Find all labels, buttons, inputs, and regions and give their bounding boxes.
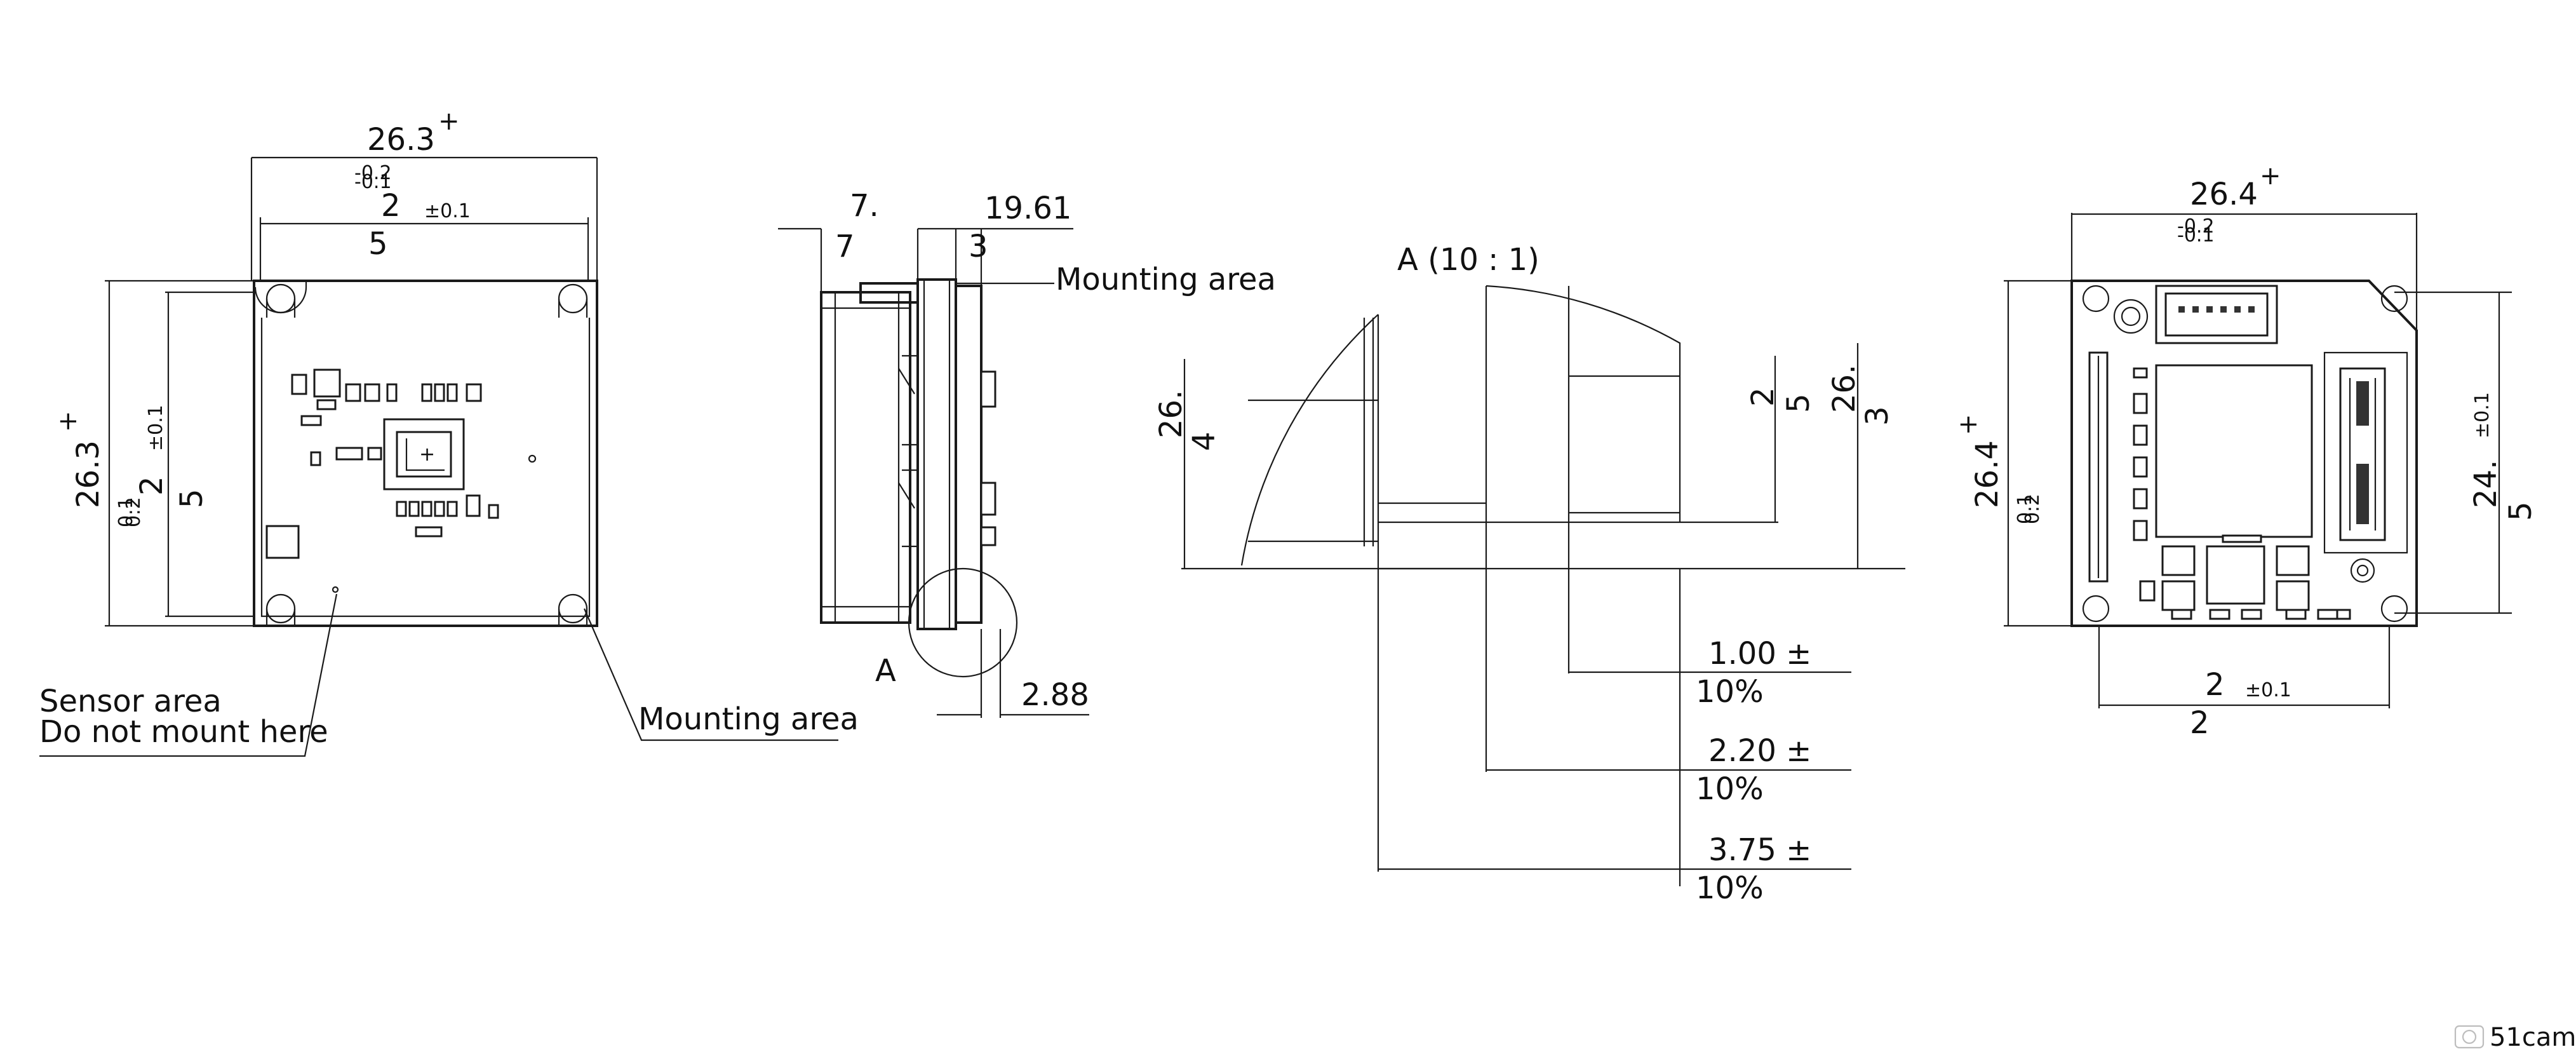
front-width-tol-minus-b: -0.1: [354, 171, 392, 193]
watermark-brand: 51camera: [2490, 1023, 2576, 1052]
back-small-components: [2133, 367, 2351, 620]
front-height-nominal: 26.3: [70, 440, 106, 508]
side-dim-a-bottom: 7: [835, 229, 855, 264]
front-view: +: [39, 107, 859, 757]
back-hole-x-dimension: 2 ±0.1 2: [2098, 626, 2391, 741]
front-height-dimension: 26.3 + 0.1 0.2 2 ±0.1 5: [53, 280, 254, 627]
back-hole-x-a: 2: [2205, 667, 2225, 703]
watermark: 51camera: [2454, 1023, 2576, 1052]
back-board-outline: [2070, 280, 2418, 627]
back-height-tol-plus: +: [1954, 414, 1983, 435]
front-board-inner: [260, 318, 591, 618]
back-hole-y-tol: ±0.1: [2471, 392, 2493, 438]
side-connectors: [898, 355, 996, 548]
detail-horizontal-dims: 1.00 ± 10% 2.20 ± 10% 3.75 ± 10%: [1377, 569, 1851, 906]
detail-outline: [1240, 314, 1379, 566]
back-height-tol-b: 0.2: [2022, 494, 2044, 524]
detail-vertical-dims: 26. 4 2 5 26. 3: [1153, 343, 1895, 569]
back-hole-y-a: 24.: [2468, 460, 2504, 508]
back-width-tol-minus-a: -0.2: [2177, 215, 2215, 238]
front-hole-x-b: 5: [368, 226, 388, 262]
detail-dim-mid-b: 5: [1781, 393, 1816, 413]
side-lens-holder: [820, 291, 911, 624]
back-hole-y-dimension: 24. ±0.1 5: [2394, 291, 2539, 614]
front-mounting-holes: [254, 281, 588, 626]
front-width-tol-minus-a: -0.2: [354, 162, 392, 184]
detail-circle-a: [908, 567, 1018, 678]
sensor-cross-icon: +: [419, 443, 435, 466]
front-width-tol-plus: +: [438, 107, 460, 136]
detail-dim-2-value: 2.20 ±: [1708, 733, 1811, 769]
front-height-tol-plus: +: [53, 410, 83, 432]
back-hole-x-tol: ±0.1: [2245, 679, 2291, 701]
back-top-connector: [2113, 285, 2278, 344]
front-width-dimension: 26.3 + -0.2 -0.1 2 ±0.1 5: [250, 107, 598, 281]
back-width-dimension: 26.4 + -0.2 -0.1: [2070, 161, 2418, 330]
detail-label-a: A: [875, 653, 896, 689]
back-width-tol-plus: +: [2260, 161, 2281, 191]
detail-dim-1-value: 1.00 ±: [1708, 636, 1811, 672]
back-mounting-holes: [2082, 285, 2408, 623]
front-sensor-package: +: [383, 418, 465, 490]
back-hole-y-b: 5: [2503, 501, 2539, 521]
back-center-area: [2155, 364, 2313, 538]
front-hole-x-tol: ±0.1: [424, 200, 471, 222]
front-notes: Sensor area Do not mount here Mounting a…: [39, 593, 859, 757]
back-height-tol-a: 0.1: [2014, 494, 2036, 524]
side-top-dimensions: 7. 7 19.61 3: [778, 188, 1073, 292]
detail-dim-right-a: 26.: [1827, 365, 1862, 413]
back-height-nominal: 26.4: [1969, 440, 2005, 508]
side-dim-a-top: 7.: [850, 188, 879, 224]
side-pcb-back: [955, 285, 983, 624]
back-view: 26.4 + -0.2 -0.1 2 ±0.1 2 26.4 + 0.1 0.2…: [1954, 161, 2539, 741]
detail-dim-2-tol: 10%: [1696, 771, 1764, 807]
back-hole-x-b: 2: [2190, 705, 2210, 741]
front-width-nominal: 26.3: [367, 122, 435, 158]
sensor-note-line1: Sensor area: [39, 684, 222, 719]
front-hole-x-a: 2: [381, 188, 401, 224]
front-height-tol-b: 0.2: [123, 497, 145, 527]
sensor-note-line2: Do not mount here: [39, 714, 328, 750]
detail-view: A (10 : 1) 26. 4 2 5 26. 3 1.00 ± 10% 2: [1153, 242, 1905, 906]
detail-dim-right-b: 3: [1860, 406, 1895, 426]
back-height-dimension: 26.4 + 0.1 0.2: [1954, 280, 2072, 627]
detail-dim-3-tol: 10%: [1696, 870, 1764, 906]
detail-dim-left-a: 26.: [1153, 390, 1189, 438]
front-height-tol-a: 0.1: [115, 497, 137, 527]
front-components: [265, 368, 537, 593]
side-mount-note: Mounting area: [1056, 262, 1276, 297]
back-width-tol-minus-b: -0.1: [2177, 224, 2215, 247]
detail-dim-1-tol: 10%: [1696, 674, 1764, 710]
front-hole-y-tol: ±0.1: [145, 405, 167, 451]
back-usb-connector: [2323, 351, 2408, 583]
detail-dim-3-value: 3.75 ±: [1708, 832, 1811, 868]
side-view: A 7. 7 19.61 3 Mounting area 2.88: [778, 188, 1276, 718]
detail-title: A (10 : 1): [1397, 242, 1540, 278]
side-dim-b-bottom: 3: [969, 229, 988, 264]
detail-dim-mid-a: 2: [1745, 387, 1781, 407]
front-hole-y-b: 5: [174, 489, 210, 508]
back-width-nominal: 26.4: [2190, 177, 2258, 212]
detail-dim-left-b: 4: [1186, 431, 1222, 451]
front-board-outline: [253, 280, 598, 627]
side-dim-c: 2.88: [1021, 677, 1089, 713]
side-bottom-dimension: 2.88: [937, 629, 1089, 718]
side-dim-b-top: 19.61: [984, 191, 1071, 226]
front-mount-note: Mounting area: [638, 701, 859, 737]
front-hole-y-a: 2: [134, 476, 170, 496]
